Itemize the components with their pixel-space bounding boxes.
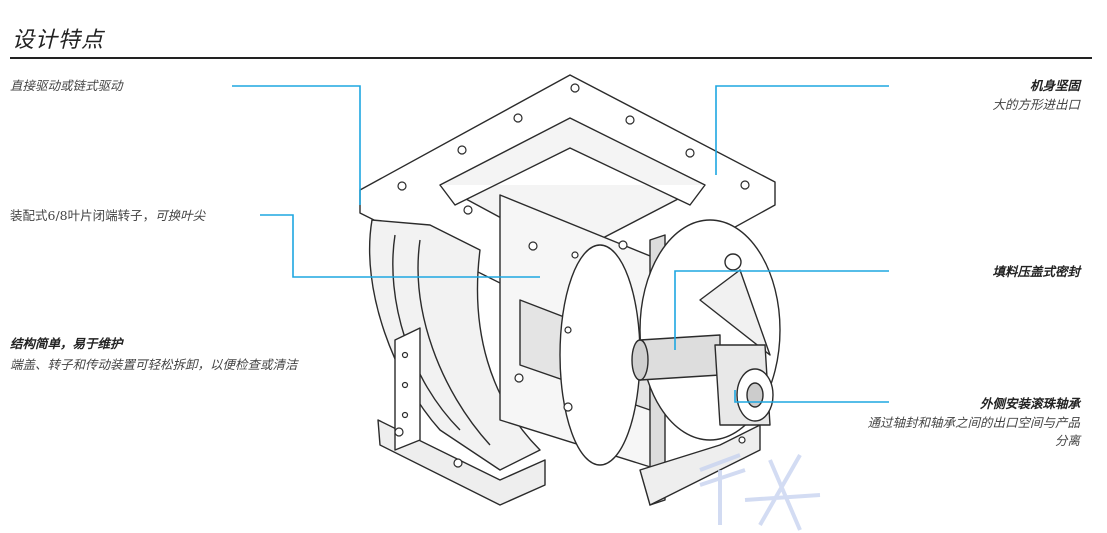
leader-drive (232, 85, 361, 205)
callout-simple-heading: 结构简单，易于维护 (10, 336, 123, 351)
callout-rotor: 装配式6/8叶片闭端转子，可换叶尖 (10, 207, 205, 224)
leader-rotor (260, 214, 540, 278)
callout-rotor-italic: 可换叶尖 (155, 208, 206, 223)
right-foot (639, 424, 761, 506)
leader-bearing (734, 390, 889, 403)
callout-drive: 直接驱动或链式驱动 (10, 78, 123, 93)
callout-rotor-main: 装配式6/8叶片闭端转子， (10, 208, 156, 223)
callout-bearing-heading: 外侧安装滚珠轴承 (979, 396, 1080, 411)
page-title: 设计特点 (12, 28, 105, 53)
title-divider (10, 57, 1092, 59)
callout-sturdy-text: 大的方形进出口 (992, 97, 1080, 112)
callout-gland-heading: 填料压盖式密封 (992, 264, 1080, 279)
left-end-cover (368, 219, 541, 471)
callout-bearing-text-2: 分离 (1054, 433, 1080, 448)
callout-bearing-text-1: 通过轴封和轴承之间的出口空间与产品 (867, 415, 1080, 430)
callout-simple-text: 端盖、转子和传动装置可轻松拆卸，以便检查或清洁 (10, 357, 298, 372)
left-bracket (394, 327, 421, 451)
watermark-logo (699, 453, 821, 531)
leader-sturdy (715, 85, 889, 175)
leader-gland (674, 270, 889, 350)
callout-sturdy-heading: 机身坚固 (1029, 78, 1080, 93)
